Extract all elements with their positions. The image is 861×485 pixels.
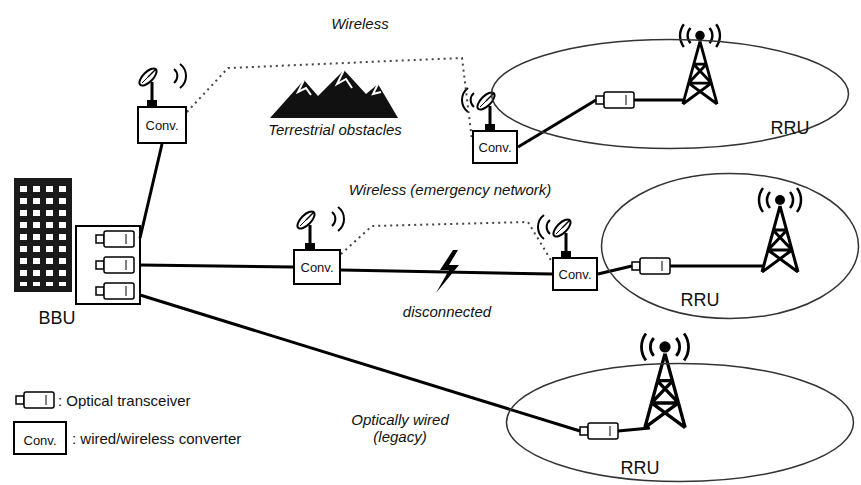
mountains <box>270 70 398 118</box>
obstacle-label: Terrestrial obstacles <box>266 121 404 138</box>
optical-transceiver <box>580 92 764 439</box>
radio-waves <box>174 64 550 239</box>
fiber-link <box>140 265 293 267</box>
link-label: Wireless <box>329 15 390 32</box>
cell-outline <box>600 172 860 320</box>
fiber-link <box>598 271 610 274</box>
antenna-dish <box>137 66 574 257</box>
node-label: BBU <box>38 308 75 329</box>
link-label: Optically wired (legacy) <box>343 411 457 446</box>
node-label: Conv. <box>479 140 512 155</box>
fiber-link <box>518 132 543 147</box>
fiber-wire <box>610 266 632 271</box>
link-label: Wireless (emergency network) <box>347 181 553 198</box>
converter-box: Conv. <box>137 106 187 144</box>
cell-outline <box>505 362 855 483</box>
node-label: Conv. <box>146 118 179 133</box>
fiber-link <box>341 270 552 274</box>
node-label: RRU <box>771 118 810 139</box>
node-label: Conv. <box>559 267 592 282</box>
link-label: disconnected <box>401 303 493 320</box>
wireless-link <box>341 222 552 262</box>
node-label: RRU <box>621 458 660 479</box>
fiber-link <box>140 144 162 238</box>
rru-cell: RRU <box>600 172 860 320</box>
converter-box: Conv. <box>293 249 341 285</box>
bbu-node: BBU <box>10 172 140 334</box>
legend-sample <box>14 392 66 454</box>
rru-cell: RRU <box>490 38 850 150</box>
legend-text: : wired/wireless converter <box>72 430 241 447</box>
converter-box: Conv. <box>472 130 518 164</box>
rru-cell: RRU <box>505 362 855 483</box>
fiber-wire <box>511 410 580 431</box>
fiber-wire <box>543 100 596 132</box>
building-icon <box>14 178 72 292</box>
node-label: Conv. <box>301 260 334 275</box>
cell-outline <box>490 38 850 150</box>
legend-sample-text: Conv. <box>24 433 57 448</box>
tower-icon <box>641 24 801 427</box>
converter-box: Conv. <box>552 257 598 291</box>
wireless-link <box>187 58 472 140</box>
node-label: RRU <box>681 290 720 311</box>
bbu-rack <box>76 226 140 304</box>
fiber-link <box>140 295 511 410</box>
legend-text: : Optical transceiver <box>58 392 191 409</box>
